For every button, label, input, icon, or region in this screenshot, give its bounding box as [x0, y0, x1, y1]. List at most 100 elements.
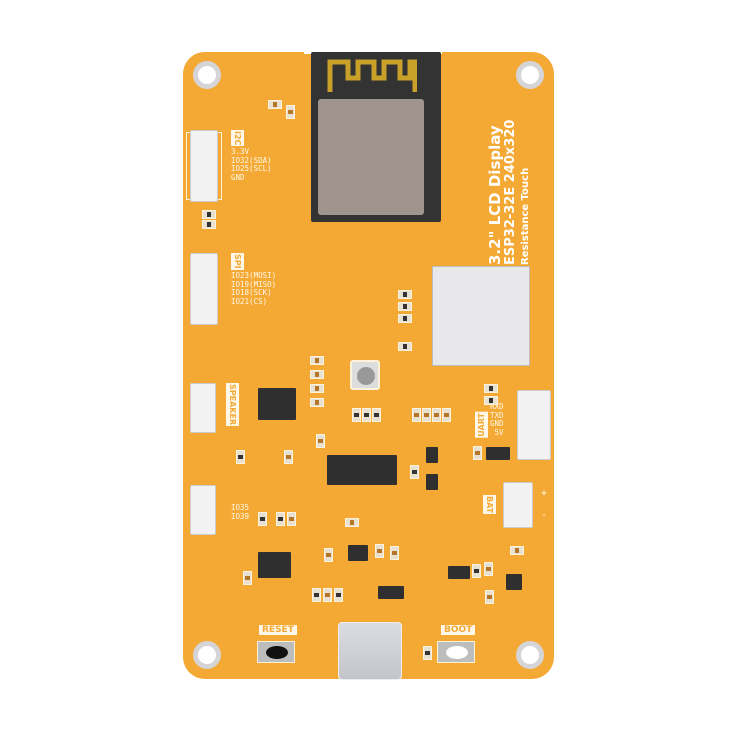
speaker-connector[interactable]	[190, 383, 216, 433]
uart-label: UART	[475, 412, 488, 438]
capacitor	[422, 408, 431, 422]
mounting-hole	[516, 61, 544, 89]
resistor	[484, 384, 498, 393]
capacitor	[268, 100, 282, 109]
rgb-led	[350, 360, 380, 390]
capacitor	[243, 571, 252, 585]
tssop-chip	[258, 552, 291, 578]
resistor	[398, 290, 412, 299]
uart-connector[interactable]	[517, 390, 551, 460]
capacitor	[310, 398, 324, 407]
title-line1: 3.2" LCD Display	[486, 125, 504, 265]
pin-label: IO18(SCK)	[231, 288, 272, 297]
resistor	[334, 588, 343, 602]
reset-label: RESET	[259, 625, 297, 635]
resistor	[362, 408, 371, 422]
bat-label: BAT	[483, 495, 496, 515]
capacitor	[324, 548, 333, 562]
usb-serial-chip	[327, 455, 397, 485]
bat-minus: -	[541, 510, 548, 521]
amplifier-chip	[258, 388, 296, 420]
capacitor	[345, 518, 359, 527]
capacitor	[412, 408, 421, 422]
spi-label: SPI	[231, 253, 244, 270]
resistor	[398, 342, 412, 351]
esp32-shield	[318, 99, 424, 215]
capacitor	[316, 434, 325, 448]
pin-label: 3.3V	[231, 147, 250, 156]
speaker-label: SPEAKER	[226, 383, 239, 427]
pin-label: IO23(MOSI)	[231, 271, 277, 280]
pin-label: TXD	[490, 410, 504, 420]
battery-connector[interactable]	[503, 482, 533, 528]
capacitor	[510, 546, 524, 555]
boot-label: BOOT	[441, 625, 476, 635]
boot-button[interactable]	[437, 641, 475, 663]
i2c-label: I2C	[231, 130, 244, 147]
transistor	[426, 474, 438, 490]
regulator-chip	[348, 545, 368, 561]
title-line2: ESP32-32E 240x320	[503, 119, 518, 265]
spi-connector[interactable]	[190, 253, 218, 325]
capacitor	[284, 450, 293, 464]
capacitor	[390, 546, 399, 560]
mounting-hole	[193, 641, 221, 669]
capacitor	[375, 544, 384, 558]
capacitor	[286, 105, 295, 119]
capacitor	[473, 446, 482, 460]
io-connector[interactable]	[190, 485, 216, 535]
transistor	[448, 566, 470, 579]
diode	[378, 586, 404, 599]
pin-label: IO25(SCL)	[231, 164, 272, 173]
resistor	[398, 314, 412, 323]
capacitor	[485, 590, 494, 604]
mounting-hole	[193, 61, 221, 89]
resistor	[472, 564, 481, 578]
capacitor	[442, 408, 451, 422]
resistor	[202, 220, 216, 229]
pin-label: GND	[490, 419, 504, 428]
pin-label: IO35	[231, 503, 250, 512]
resistor	[398, 302, 412, 311]
pin-label: GND	[231, 172, 245, 182]
resistor	[276, 512, 285, 526]
resistor	[352, 408, 361, 422]
pin-label: IO21(CS)	[231, 296, 268, 306]
capacitor	[310, 370, 324, 379]
board-notch	[304, 40, 442, 54]
capacitor	[484, 562, 493, 576]
pin-label: IO19(MISO)	[231, 279, 277, 289]
resistor	[312, 588, 321, 602]
resistor	[236, 450, 245, 464]
usb-c-port[interactable]	[338, 622, 402, 680]
pin-label: RXD	[490, 402, 504, 411]
title-line3: Resistance Touch	[520, 167, 531, 265]
mounting-hole	[516, 641, 544, 669]
i2c-connector[interactable]	[190, 130, 218, 202]
capacitor	[310, 384, 324, 393]
capacitor	[432, 408, 441, 422]
capacitor	[287, 512, 296, 526]
resistor	[202, 210, 216, 219]
sd-card-slot[interactable]	[432, 266, 530, 366]
resistor	[423, 646, 432, 660]
resistor	[410, 465, 419, 479]
pin-label: IO32(SDA)	[231, 155, 272, 165]
capacitor	[310, 356, 324, 365]
resistor	[484, 396, 498, 405]
transistor	[426, 447, 438, 463]
antenna-trace-icon	[327, 59, 417, 92]
bat-plus: +	[541, 488, 548, 499]
spi-pins: IO23(MOSI)IO19(MISO)IO18(SCK)IO21(CS)	[231, 271, 277, 306]
capacitor	[323, 588, 332, 602]
pin-label: 5V	[494, 427, 504, 437]
transistor	[486, 447, 510, 460]
reset-button[interactable]	[257, 641, 295, 663]
pin-label: IO39	[231, 511, 250, 521]
resistor	[258, 512, 267, 526]
resistor	[372, 408, 381, 422]
board-title: 3.2" LCD Display ESP32-32E 240x320 Resis…	[486, 100, 548, 265]
